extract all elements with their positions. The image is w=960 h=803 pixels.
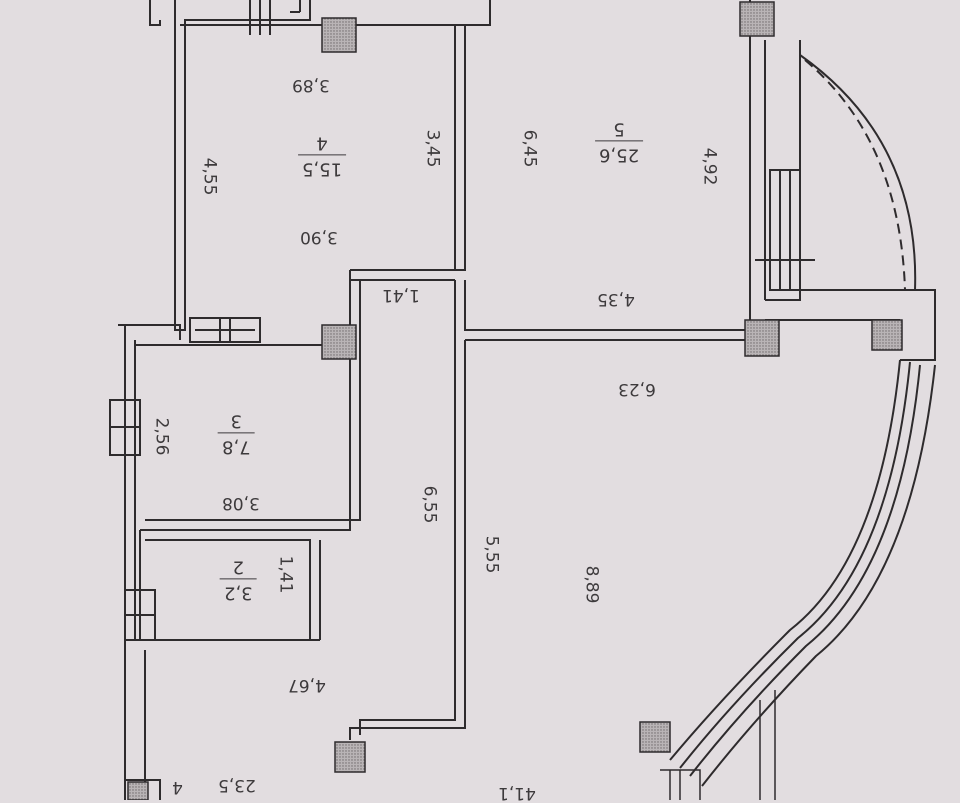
window-arc <box>689 364 921 777</box>
dim-1-41-top: 1,41 <box>382 285 420 305</box>
column <box>871 319 903 351</box>
window-arc <box>701 364 936 787</box>
wall <box>149 0 161 26</box>
wall <box>125 779 161 800</box>
dim-8-89: 8,89 <box>581 565 602 604</box>
wall <box>174 0 311 331</box>
window <box>769 169 801 291</box>
dim-6-45: 6,45 <box>519 129 540 168</box>
balcony-arc <box>804 59 906 291</box>
dim-23-5: 23,5 <box>218 775 256 795</box>
dim-3-90: 3,90 <box>300 227 338 247</box>
wall <box>124 640 146 800</box>
column <box>127 781 149 800</box>
dim-4: 4 <box>172 777 183 797</box>
room-area: 15,5 <box>298 154 347 179</box>
room-number: 2 <box>232 556 245 578</box>
room-number: 4 <box>316 132 328 154</box>
wall <box>454 25 466 271</box>
column <box>744 319 780 357</box>
wall <box>290 0 301 13</box>
dim-3-45: 3,45 <box>422 129 443 168</box>
window <box>189 317 261 343</box>
dim-3-08: 3,08 <box>222 493 260 513</box>
dim-1-41-bottom: 1,41 <box>275 555 296 594</box>
room-area: 25,6 <box>595 140 644 165</box>
balcony-arc <box>799 54 917 291</box>
dim-4-35: 4,35 <box>597 289 635 309</box>
column <box>334 741 366 773</box>
wall <box>349 280 760 740</box>
room-4-label: 15,5 4 <box>298 132 347 179</box>
wall <box>118 324 181 641</box>
dim-5-55: 5,55 <box>481 535 502 574</box>
wall <box>759 690 776 800</box>
room-2-label: 3,2 2 <box>220 556 257 603</box>
window-arc <box>679 361 911 769</box>
room-3-label: 7,8 3 <box>218 410 255 457</box>
dim-2-56: 2,56 <box>151 417 172 456</box>
wall <box>800 289 936 361</box>
dim-4-55: 4,55 <box>199 157 220 196</box>
dim-4-67: 4,67 <box>288 675 326 695</box>
room-number: 5 <box>613 118 625 140</box>
dim-6-55: 6,55 <box>419 485 440 524</box>
dim-6-23: 6,23 <box>618 379 656 399</box>
wall <box>749 0 801 320</box>
dim-3-89: 3,89 <box>292 75 330 95</box>
wall <box>140 340 361 531</box>
room-5-label: 25,6 5 <box>595 118 644 165</box>
column <box>739 1 775 37</box>
room-area: 3,2 <box>220 578 257 603</box>
room-number: 3 <box>230 410 243 432</box>
wall <box>349 269 455 340</box>
wall <box>660 769 701 800</box>
wall <box>180 0 491 26</box>
dim-41-1: 41,1 <box>498 783 536 803</box>
column <box>321 324 357 360</box>
dim-4-92: 4,92 <box>699 147 720 186</box>
window-arc <box>669 359 901 761</box>
column <box>639 721 671 753</box>
column <box>321 17 357 53</box>
room-area: 7,8 <box>218 432 255 457</box>
wall <box>139 530 321 641</box>
